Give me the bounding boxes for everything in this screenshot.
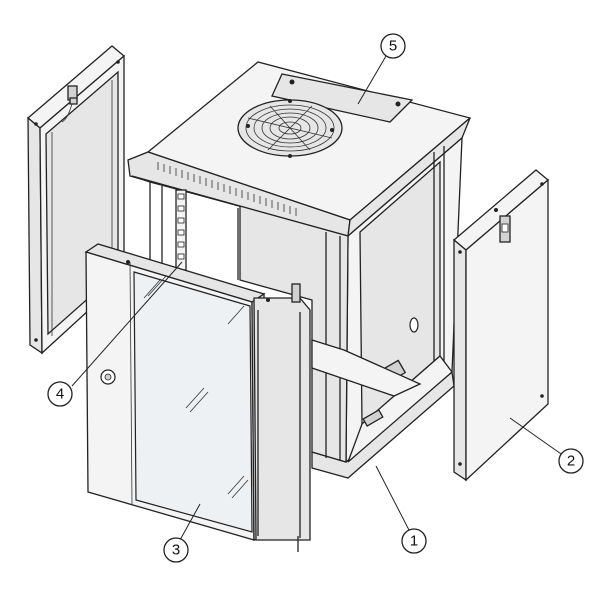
svg-text:5: 5 bbox=[389, 38, 397, 55]
svg-text:1: 1 bbox=[410, 533, 418, 550]
cabinet-body bbox=[127, 61, 472, 479]
callout-4: 4 bbox=[47, 381, 73, 407]
side-panel bbox=[452, 169, 550, 482]
svg-text:4: 4 bbox=[56, 386, 64, 403]
svg-text:3: 3 bbox=[172, 542, 180, 559]
fan-grille bbox=[237, 99, 343, 158]
svg-text:2: 2 bbox=[567, 453, 575, 470]
rack-rail bbox=[175, 189, 187, 271]
callout-5: 5 bbox=[380, 33, 406, 59]
leader-lines bbox=[71, 55, 565, 541]
callout-3: 3 bbox=[163, 537, 189, 563]
front-glass-door bbox=[84, 243, 311, 552]
callout-2: 2 bbox=[558, 448, 584, 474]
callout-1: 1 bbox=[401, 528, 427, 554]
top-cover-plate bbox=[271, 73, 414, 123]
vent-slots bbox=[157, 162, 297, 216]
